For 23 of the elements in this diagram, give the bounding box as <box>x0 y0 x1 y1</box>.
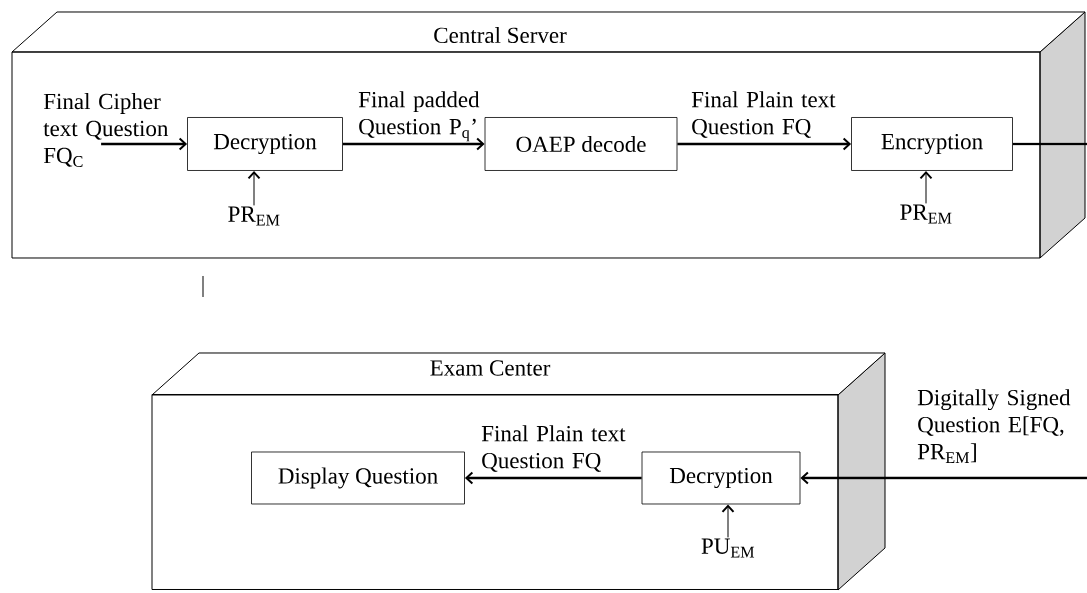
arrow <box>464 471 642 485</box>
arrow <box>342 137 485 151</box>
input-label: Final Cipher text Question FQ$_{C}$ <box>43 93 169 167</box>
arrow <box>677 137 852 151</box>
arrow <box>247 170 261 206</box>
process-box: Display Question <box>251 451 465 505</box>
edge-label: Final Plain text Question FQ <box>481 425 626 472</box>
arrow <box>721 504 735 538</box>
process-box: Decryption <box>641 451 801 505</box>
arrow <box>101 137 188 151</box>
process-box: Decryption <box>187 117 343 171</box>
arrow <box>919 170 933 204</box>
node-label: Central Server <box>434 26 567 44</box>
edge-label: Digitally Signed Question E[FQ, PR$_{EM}$] <box>917 389 1071 463</box>
arrow <box>800 471 1087 485</box>
edge-label: Final padded Question P$_{q}$’ <box>358 91 480 142</box>
edge-label: Final Plain text Question FQ <box>691 91 836 138</box>
node-label: Exam Center <box>430 360 551 376</box>
input-label: PR$_{EM}$ <box>900 204 952 224</box>
process-box: Encryption <box>851 117 1013 171</box>
input-label: PU$_{EM}$ <box>701 538 755 558</box>
input-label: PR$_{EM}$ <box>228 206 280 226</box>
process-box: OAEP decode <box>484 117 678 171</box>
